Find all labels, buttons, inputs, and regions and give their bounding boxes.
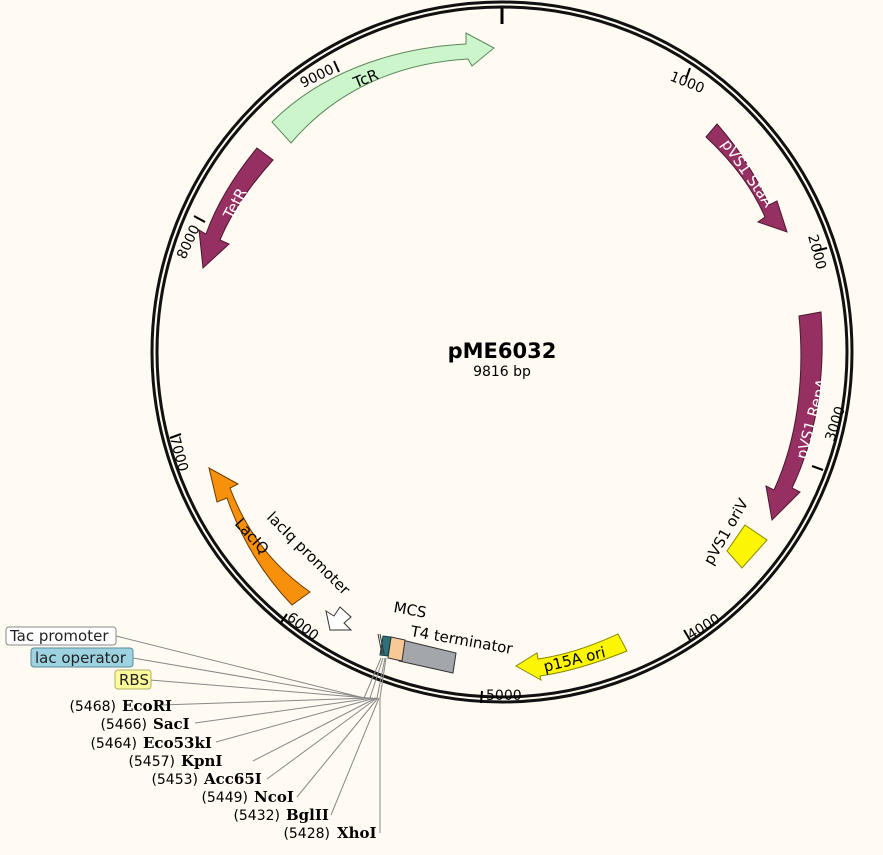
tick-5000: 5000 bbox=[480, 688, 522, 704]
feature-p15a-ori[interactable]: p15A ori bbox=[515, 633, 628, 682]
feature-pvs1-repa[interactable]: pVS1 RepA bbox=[765, 311, 831, 522]
svg-text:2000: 2000 bbox=[804, 233, 829, 272]
svg-text:RBS: RBS bbox=[119, 671, 149, 689]
svg-text:5000: 5000 bbox=[486, 688, 522, 704]
svg-text:(5428): (5428) bbox=[283, 826, 330, 842]
svg-text:(5432): (5432) bbox=[233, 808, 280, 824]
svg-text:MCS: MCS bbox=[392, 598, 428, 621]
svg-text:p15A ori: p15A ori bbox=[542, 643, 608, 676]
svg-text:SacI: SacI bbox=[153, 715, 190, 733]
svg-text:XhoI: XhoI bbox=[337, 824, 377, 842]
site-ncoi[interactable]: (5449) NcoI bbox=[201, 788, 293, 806]
svg-text:1000: 1000 bbox=[668, 69, 707, 97]
svg-text:Eco53kI: Eco53kI bbox=[143, 734, 212, 752]
svg-text:(5466): (5466) bbox=[100, 717, 147, 733]
svg-text:(5464): (5464) bbox=[90, 736, 137, 752]
site-saci[interactable]: (5466) SacI bbox=[100, 715, 189, 733]
svg-text:(5468): (5468) bbox=[69, 699, 116, 715]
feature-pvs1-oriv[interactable]: pVS1 oriV bbox=[700, 495, 768, 569]
restriction-sites: (5468) EcoRI (5466) SacI (5464) Eco53kI … bbox=[69, 697, 376, 842]
tick-1000: 1000 bbox=[668, 67, 707, 97]
svg-text:lac operator: lac operator bbox=[35, 649, 127, 667]
tac-promoter-label[interactable]: Tac promoter bbox=[5, 626, 117, 646]
svg-text:Acc65I: Acc65I bbox=[203, 770, 262, 788]
site-kpni[interactable]: (5457) KpnI bbox=[128, 752, 222, 770]
site-acc65i[interactable]: (5453) Acc65I bbox=[151, 770, 261, 788]
leader-lines bbox=[115, 635, 387, 833]
tick-2000: 2000 bbox=[804, 233, 829, 272]
rbs-label[interactable]: RBS bbox=[114, 669, 152, 690]
lac-operator-label[interactable]: lac operator bbox=[30, 647, 134, 668]
svg-text:pVS1 StaA: pVS1 StaA bbox=[718, 136, 778, 211]
site-xhoi[interactable]: (5428) XhoI bbox=[283, 824, 376, 842]
svg-text:KpnI: KpnI bbox=[181, 752, 222, 770]
svg-text:(5449): (5449) bbox=[201, 790, 248, 806]
svg-text:NcoI: NcoI bbox=[254, 788, 294, 806]
tick-7000: 7000 bbox=[166, 433, 191, 474]
plasmid-size: 9816 bp bbox=[473, 364, 531, 380]
svg-text:BglII: BglII bbox=[286, 806, 329, 824]
svg-text:7000: 7000 bbox=[166, 435, 191, 474]
plasmid-name: pME6032 bbox=[448, 339, 557, 363]
site-ecori[interactable]: (5468) EcoRI bbox=[69, 697, 172, 715]
backbone bbox=[150, 0, 854, 704]
site-bglii[interactable]: (5432) BglII bbox=[233, 806, 328, 824]
feature-mcs[interactable]: MCS bbox=[377, 598, 428, 655]
feature-t4-terminator[interactable]: T4 terminator bbox=[379, 622, 515, 674]
svg-text:Tac promoter: Tac promoter bbox=[9, 627, 109, 645]
svg-text:(5453): (5453) bbox=[151, 772, 198, 788]
feature-tcr[interactable]: TcR bbox=[271, 32, 495, 144]
site-eco53ki[interactable]: (5464) Eco53kI bbox=[90, 734, 211, 752]
svg-text:EcoRI: EcoRI bbox=[122, 697, 172, 715]
svg-text:(5457): (5457) bbox=[128, 754, 175, 770]
